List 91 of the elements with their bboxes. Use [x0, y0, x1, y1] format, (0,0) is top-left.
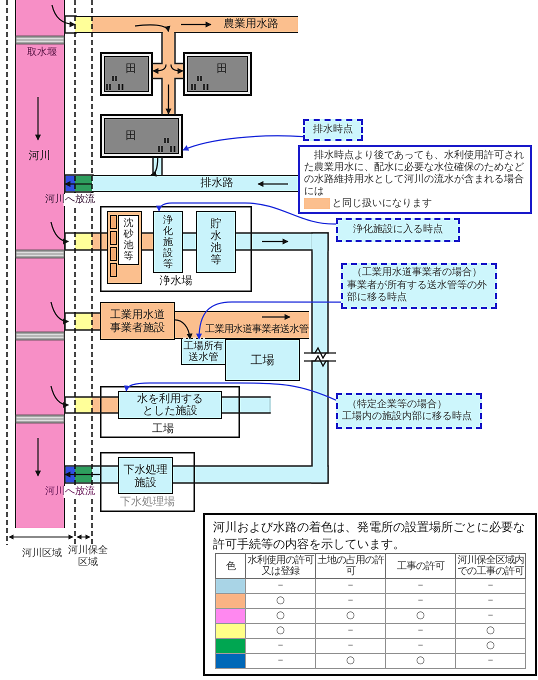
permit-mark: －: [456, 654, 526, 668]
flow-arrow: [174, 319, 192, 340]
pipe-junction: [153, 32, 183, 114]
callout-text: 事業者が所有する送水管等の外部に移る時点: [347, 280, 488, 305]
flow-arrow: [64, 181, 92, 187]
flow-arrow: [134, 24, 170, 32]
river-band: [15, 0, 65, 528]
permit-mark: －: [316, 624, 386, 638]
permit-mark: －: [456, 578, 526, 594]
permit-mark: ○: [386, 608, 456, 624]
column-header: 水利使用の許可又は登録: [246, 554, 316, 578]
rice-field: [100, 52, 153, 96]
pipe-label: 工業用水道事業者送水管: [205, 324, 308, 335]
node-label: 浄水場: [158, 274, 194, 287]
permit-mark: －: [246, 578, 316, 594]
node-label: 浄化施設等: [163, 214, 173, 270]
permit-mark: －: [386, 578, 456, 594]
settling-tank: [107, 211, 142, 284]
permit-mark: －: [386, 638, 456, 654]
callout-text: （工業用水道事業者の場合）: [351, 267, 482, 280]
column-header: 色: [216, 554, 246, 578]
flow-arrow: [150, 158, 158, 176]
leader-line: [156, 202, 336, 225]
permit-mark: －: [246, 654, 316, 668]
node-label: 工場: [151, 422, 175, 435]
callout-text: （特定企業等の場合）: [346, 398, 447, 410]
permit-mark: －: [456, 594, 526, 608]
channel-label: 排水路: [200, 176, 234, 189]
node-label: 貯水池等: [210, 218, 222, 266]
leader-line: [124, 382, 336, 401]
channel-label: 農業用水路: [222, 17, 280, 30]
column-header: 河川保全区域内での工事の許可: [456, 554, 526, 578]
node-label: 工場: [250, 354, 274, 366]
permit-mark: ○: [456, 638, 526, 654]
node-label: 下水処理施設: [124, 462, 168, 488]
permit-mark: ○: [386, 654, 456, 668]
sewage-treatment-unit: [118, 457, 173, 494]
node-label: 水を利用するとした施設: [137, 393, 203, 417]
permit-mark: ○: [316, 654, 386, 668]
note-text: と同じ扱いになります: [332, 198, 432, 210]
callout-box: [336, 393, 482, 429]
node-label: 下水処理場: [119, 495, 176, 508]
factory-frame: [100, 386, 240, 438]
rice-field: [100, 114, 183, 158]
permit-mark: －: [456, 608, 526, 624]
permit-mark: －: [316, 578, 386, 594]
callout-text: 工場内の施設内部に移る時点: [342, 411, 472, 424]
permit-mark: ○: [246, 608, 316, 624]
permit-mark: －: [246, 638, 316, 654]
supplier-facility: [100, 302, 175, 340]
column-header: 工事の許可: [386, 554, 456, 578]
water-use-facility: [118, 391, 222, 419]
permit-mark: ○: [246, 594, 316, 608]
flow-arrow: [165, 84, 172, 115]
field-label: 田: [124, 129, 138, 142]
facility-frame: [100, 206, 252, 292]
rice-field: [183, 52, 252, 96]
panel-title: 河川および水路の着色は、発電所の設置場所ごとに必要な許可手続等の内容を示しています。: [213, 519, 526, 553]
flow-arrow: [170, 64, 184, 74]
zone-label: 河川区域: [21, 548, 63, 560]
permit-mark: ○: [246, 624, 316, 638]
permit-mark: ○: [316, 608, 386, 624]
node-label: 河川: [28, 149, 52, 162]
callout-text: 排水時点: [313, 124, 353, 136]
flow-arrow: [51, 4, 76, 28]
permit-mark: －: [316, 638, 386, 654]
callout-text: 浄化施設に入る時点: [353, 224, 443, 236]
flow-arrow: [64, 472, 100, 478]
irrigation-channel: [75, 16, 298, 33]
tank-label: 沈砂池等: [118, 215, 139, 265]
callout-box: [341, 263, 497, 309]
permit-mark: －: [386, 624, 456, 638]
weir-label: 取水堰: [26, 47, 58, 59]
callout-box: [336, 218, 460, 242]
callout-box: [303, 119, 363, 141]
permit-mark: －: [386, 594, 456, 608]
field-label: 田: [216, 62, 228, 75]
node-label: 工業用水道事業者施設: [110, 308, 165, 334]
storage-tank: [196, 211, 236, 273]
field-label: 田: [124, 62, 138, 75]
leader-line: [182, 135, 304, 151]
sewage-plant-frame: [100, 452, 195, 512]
permit-mark: ○: [456, 624, 526, 638]
column-header: 土地の占用の許可: [316, 554, 386, 578]
zone-label: 河川保全区域: [67, 545, 109, 569]
pipe-label: 工場所有送水管: [184, 340, 224, 362]
flow-arrow: [152, 64, 167, 74]
purification-unit: [153, 211, 183, 273]
note-box: [298, 145, 532, 214]
note-text: 排水時点より後であっても、水利使用許可された農業用水に、配水に必要な水位確保のためなどの水路維持用水として河川の流水が含まれる場合には: [304, 150, 525, 198]
permit-mark: －: [316, 594, 386, 608]
